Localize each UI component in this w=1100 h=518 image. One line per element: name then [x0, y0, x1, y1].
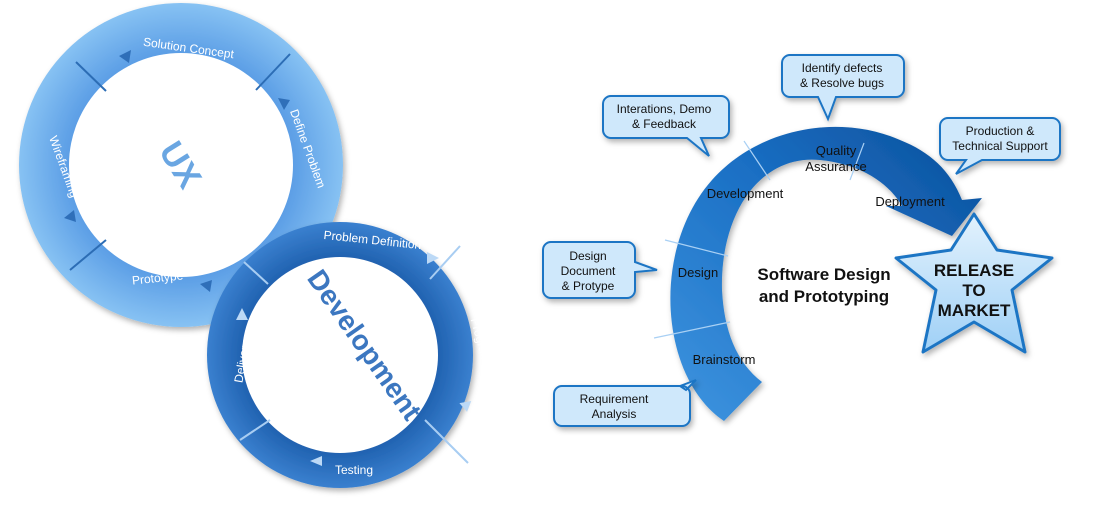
callout-design-document — [542, 241, 658, 299]
dev-divider — [424, 419, 469, 464]
stage-deployment: Deployment — [875, 194, 945, 209]
callout-requirement-analysis — [553, 379, 697, 427]
ux-ring-inner — [69, 53, 293, 277]
process-flow: Brainstorm Design Development Quality As… — [653, 126, 982, 421]
callout-defects-line2: & Resolve bugs — [800, 76, 884, 90]
callout-iterations-line2: & Feedback — [632, 117, 697, 131]
dev-segment-dividers — [239, 245, 469, 464]
callout-bubble — [781, 54, 905, 122]
ux-arrow-icon — [119, 50, 131, 63]
dev-arrow-icon — [427, 252, 439, 264]
dev-ring-inner — [242, 257, 438, 453]
dev-divider — [429, 245, 461, 280]
callout-requirement-line2: Analysis — [592, 407, 637, 421]
stage-design: Design — [678, 265, 718, 280]
callout-requirement-line1: Requirement — [580, 392, 649, 406]
ux-cycle: Solution Concept Define Problem Prototyp… — [19, 3, 343, 327]
star-icon — [894, 212, 1054, 354]
callout-design-line1: Design — [569, 249, 606, 263]
dev-divider — [239, 419, 271, 441]
ux-divider — [75, 61, 107, 92]
dev-arrow-icon — [459, 401, 472, 412]
callout-defects-line1: Identify defects — [802, 61, 883, 75]
callout-bubble — [542, 241, 658, 299]
process-arc — [670, 126, 982, 421]
process-separator — [653, 321, 731, 339]
process-separators — [653, 140, 865, 339]
callout-production-support — [939, 117, 1061, 175]
callout-iterations-line1: Interations, Demo — [617, 102, 712, 116]
callout-bubble — [939, 117, 1061, 175]
ux-segment-prototype: Prototype — [131, 268, 184, 287]
callout-design-line3: & Protype — [562, 279, 615, 293]
process-separator — [849, 142, 865, 181]
dev-arrow-icon — [310, 456, 322, 466]
callout-production-line2: Technical Support — [952, 139, 1048, 153]
stage-brainstorm: Brainstorm — [693, 352, 756, 367]
star-line1: RELEASE — [934, 261, 1014, 280]
ux-arrow-icon — [200, 280, 212, 292]
ux-segment-dividers — [69, 53, 291, 271]
callout-production-line1: Production & — [966, 124, 1035, 138]
star-line3: MARKET — [938, 301, 1011, 320]
dev-divider — [243, 261, 269, 285]
ux-arrow-icon — [64, 210, 76, 222]
stage-quality: Quality — [816, 143, 857, 158]
star-line2: TO — [962, 281, 985, 300]
process-separator — [743, 140, 771, 181]
callout-design-line2: Document — [561, 264, 616, 278]
dev-arrow-icon — [236, 308, 248, 320]
process-separator — [664, 239, 729, 257]
stage-assurance: Assurance — [805, 159, 866, 174]
dev-segment-testing: Testing — [335, 463, 373, 477]
process-title-line2: and Prototyping — [759, 287, 889, 306]
ux-divider — [69, 239, 107, 271]
stage-development: Development — [707, 186, 784, 201]
ux-divider — [255, 53, 291, 91]
callout-identify-defects — [781, 54, 905, 122]
process-title-line1: Software Design — [757, 265, 890, 284]
release-star — [894, 212, 1054, 354]
ux-arrow-icon — [278, 98, 290, 110]
callout-bubble — [553, 379, 697, 427]
callout-bubble — [602, 95, 730, 157]
dev-cycle: Problem Definition Programming Testing D… — [207, 222, 500, 488]
callout-iterations-demo — [602, 95, 730, 157]
